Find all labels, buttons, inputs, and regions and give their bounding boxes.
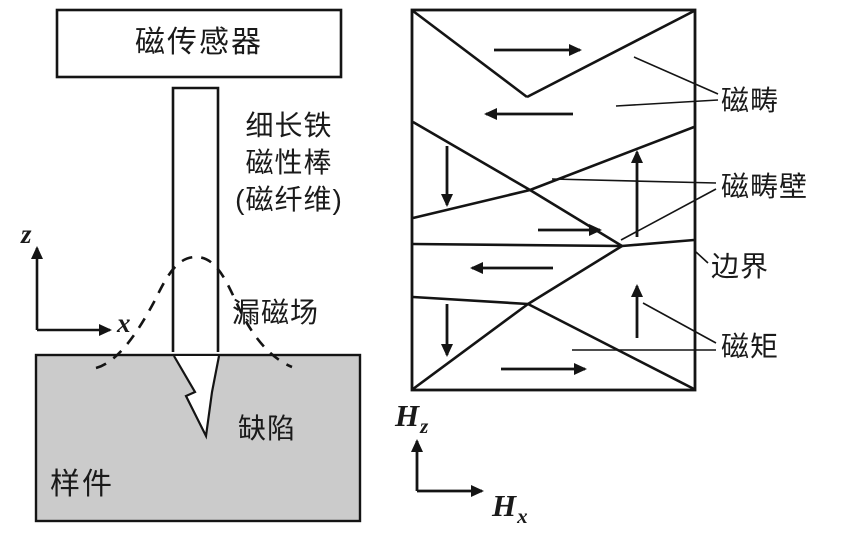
rod-label-line: (磁纤维) <box>235 184 343 215</box>
callout-lines <box>551 56 719 351</box>
domain-wall-line <box>412 120 531 192</box>
right-figure <box>410 8 719 497</box>
ferromagnetic-rod <box>171 86 220 352</box>
hx-label-main: H <box>492 488 517 523</box>
z-axis-label: z <box>21 219 32 249</box>
left-figure <box>31 8 362 523</box>
defect-notch <box>173 355 221 440</box>
domain-wall-line <box>412 9 528 99</box>
rod-label: 细长铁 磁性棒 (磁纤维) <box>214 107 364 218</box>
callout-line-domain-wall <box>620 188 717 241</box>
domain-walls <box>412 9 695 391</box>
domain-wall-label: 磁畴壁 <box>721 171 809 202</box>
sample-label: 样件 <box>50 468 114 501</box>
moment-label: 磁矩 <box>721 331 780 362</box>
callout-line-boundary <box>695 251 709 264</box>
callout-line-domain-wall <box>551 178 717 184</box>
callout-line-moment <box>642 302 717 344</box>
domain-moment-arrows <box>441 44 643 375</box>
leakage-field-label: 漏磁场 <box>232 297 320 328</box>
hz-label-sub: z <box>420 414 429 438</box>
domain-wall-line <box>621 238 695 248</box>
hz-label-main: H <box>395 398 420 433</box>
hx-label: Hx <box>492 488 528 528</box>
domain-boundary-rect <box>410 8 697 392</box>
domain-wall-line <box>412 188 531 220</box>
magnetic-sensor-box <box>55 8 343 79</box>
domain-wall-line <box>412 302 529 391</box>
domain-wall-line <box>529 188 623 248</box>
domain-wall-line <box>527 302 695 391</box>
domain-wall-line <box>527 244 623 306</box>
rod-label-line: 细长铁 <box>245 110 333 141</box>
callout-line-domain <box>615 99 719 107</box>
domain-wall-line <box>412 242 623 248</box>
hz-label: Hz <box>395 398 428 438</box>
domain-wall-line <box>526 9 695 99</box>
rod-label-line: 磁性棒 <box>245 147 333 178</box>
callout-line-domain <box>633 56 719 95</box>
domain-label: 磁畴 <box>721 85 780 116</box>
boundary-label: 边界 <box>711 251 770 282</box>
x-axis-label: x <box>117 308 131 338</box>
hx-label-sub: x <box>517 504 528 528</box>
defect-label: 缺陷 <box>238 413 297 444</box>
sensor-label: 磁传感器 <box>135 26 263 59</box>
domain-wall-line <box>412 295 529 306</box>
